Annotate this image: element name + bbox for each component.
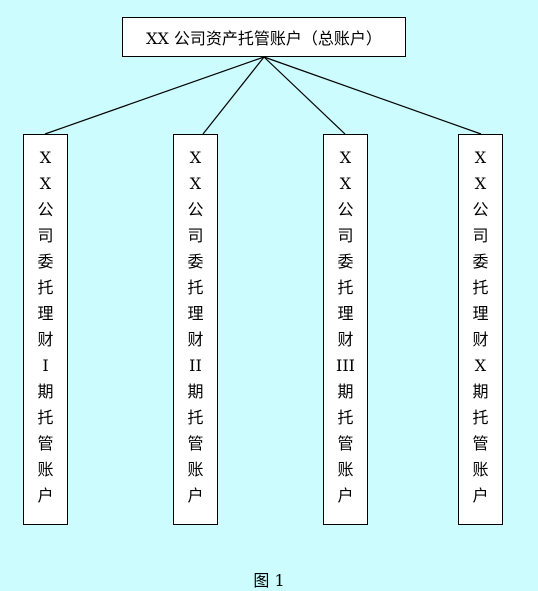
label-char: 托 — [337, 408, 354, 427]
figure-caption: 图 1 — [253, 571, 285, 590]
label-char: 账 — [187, 460, 204, 479]
label-char: 委 — [37, 252, 54, 271]
label-char: 司 — [472, 226, 489, 245]
label-char: 账 — [37, 460, 54, 479]
label-char: 司 — [187, 226, 204, 245]
label-char: 托 — [337, 278, 354, 297]
label-char: 托 — [37, 408, 54, 427]
label-char: 理 — [472, 304, 489, 323]
label-char: 理 — [37, 304, 54, 323]
label-char: 户 — [472, 486, 489, 505]
label-char: 财 — [37, 330, 54, 349]
label-char: 账 — [337, 460, 354, 479]
label-char: 司 — [37, 226, 54, 245]
label-char: 理 — [337, 304, 354, 323]
label-char: 托 — [187, 408, 204, 427]
label-char: 期 — [187, 382, 204, 401]
label-char: 托 — [37, 278, 54, 297]
sub-account-box-1: X X 公 司 委 托 理 财 I 期 托 管 账 户 — [23, 134, 68, 525]
label-char: 理 — [187, 304, 204, 323]
label-char: 公 — [187, 200, 204, 219]
connector-line-3 — [263, 56, 346, 135]
label-char: X — [39, 148, 52, 167]
label-char: 户 — [187, 486, 204, 505]
label-char: 户 — [337, 486, 354, 505]
label-char: X — [474, 356, 487, 375]
label-char: III — [336, 356, 355, 375]
sub-account-label-2: X X 公 司 委 托 理 财 II 期 托 管 账 户 — [174, 145, 217, 509]
sub-account-box-3: X X 公 司 委 托 理 财 III 期 托 管 账 户 — [323, 134, 368, 525]
root-account-label: XX 公司资产托管账户（总账户） — [146, 29, 382, 48]
label-char: 财 — [472, 330, 489, 349]
label-char: 财 — [187, 330, 204, 349]
label-char: 公 — [337, 200, 354, 219]
sub-account-label-3: X X 公 司 委 托 理 财 III 期 托 管 账 户 — [324, 145, 367, 509]
label-char: 期 — [472, 382, 489, 401]
sub-account-box-2: X X 公 司 委 托 理 财 II 期 托 管 账 户 — [173, 134, 218, 525]
label-char: 委 — [337, 252, 354, 271]
label-char: 委 — [187, 252, 204, 271]
label-char: 公 — [37, 200, 54, 219]
label-char: 账 — [472, 460, 489, 479]
label-char: 管 — [472, 434, 489, 453]
connector-line-4 — [263, 56, 482, 135]
label-char: 管 — [187, 434, 204, 453]
label-char: 公 — [472, 200, 489, 219]
label-char: 托 — [472, 408, 489, 427]
label-char: X — [39, 174, 52, 193]
label-char: X — [474, 174, 487, 193]
label-char: 委 — [472, 252, 489, 271]
label-char: I — [42, 356, 49, 375]
sub-account-box-4: X X 公 司 委 托 理 财 X 期 托 管 账 户 — [458, 134, 503, 525]
label-char: 管 — [37, 434, 54, 453]
label-char: 司 — [337, 226, 354, 245]
connector-line-1 — [44, 56, 265, 135]
label-char: 管 — [337, 434, 354, 453]
sub-account-label-1: X X 公 司 委 托 理 财 I 期 托 管 账 户 — [24, 145, 67, 509]
label-char: 托 — [472, 278, 489, 297]
label-char: 户 — [37, 486, 54, 505]
root-account-box: XX 公司资产托管账户（总账户） — [122, 17, 406, 57]
label-char: X — [189, 148, 202, 167]
label-char: 期 — [337, 382, 354, 401]
connector-line-2 — [202, 56, 265, 135]
label-char: 期 — [37, 382, 54, 401]
label-char: 托 — [187, 278, 204, 297]
sub-account-label-4: X X 公 司 委 托 理 财 X 期 托 管 账 户 — [459, 145, 502, 509]
label-char: II — [189, 356, 202, 375]
label-char: X — [339, 148, 352, 167]
label-char: 财 — [337, 330, 354, 349]
label-char: X — [339, 174, 352, 193]
label-char: X — [474, 148, 487, 167]
label-char: X — [189, 174, 202, 193]
